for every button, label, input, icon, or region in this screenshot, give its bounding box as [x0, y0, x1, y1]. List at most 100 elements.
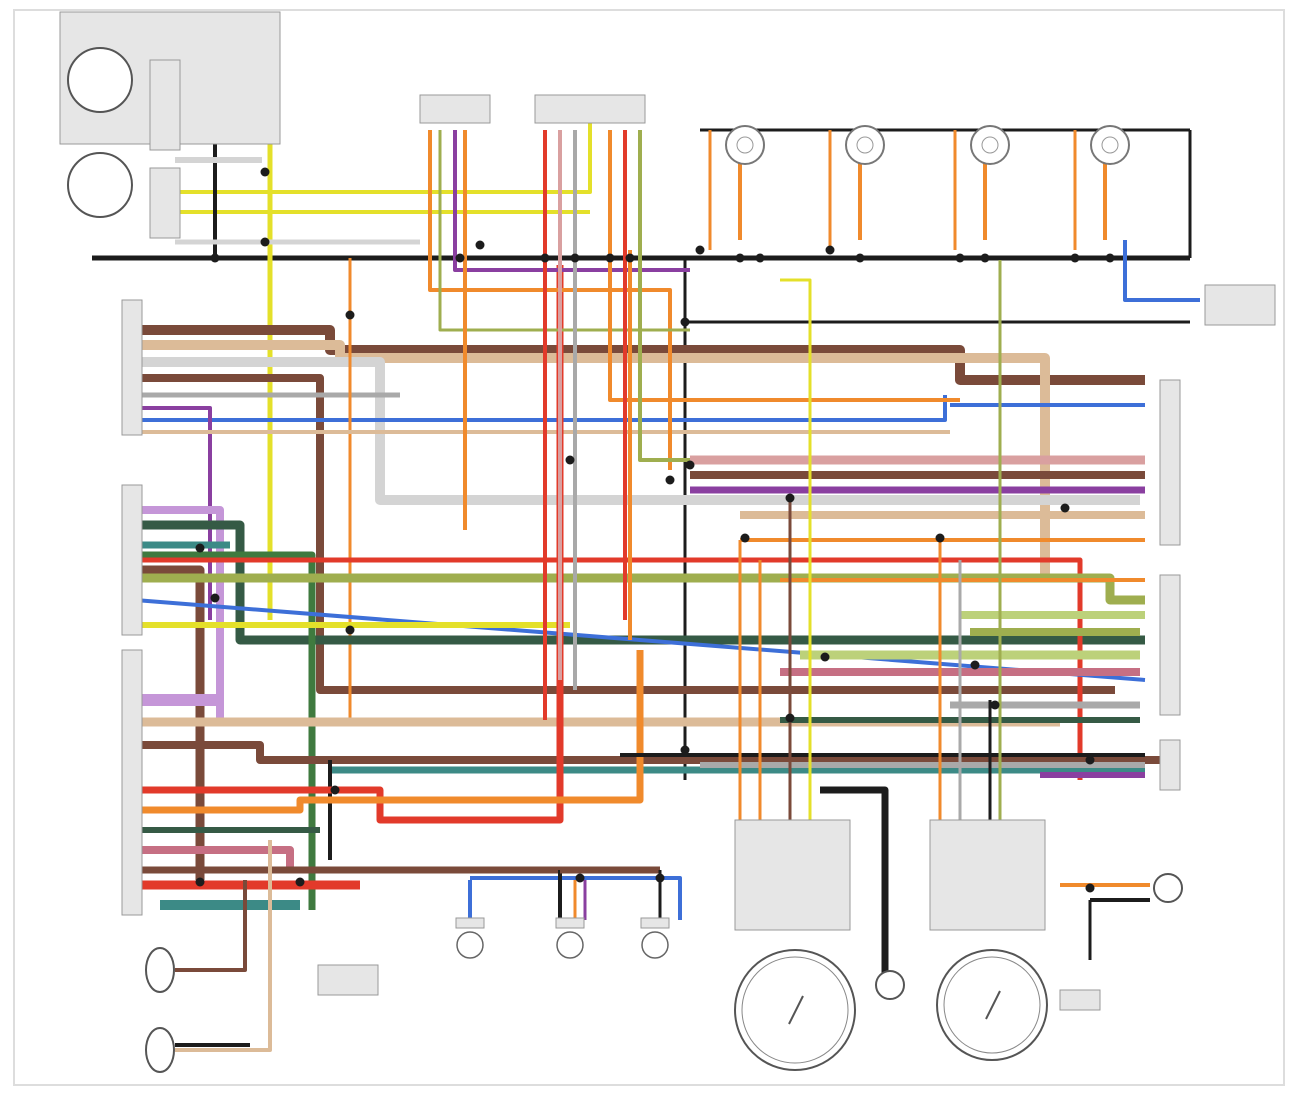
diagram-frame — [13, 9, 1285, 1086]
speedometer-gauge-dial — [741, 956, 849, 1064]
wire-blue — [1123, 240, 1200, 302]
speed-sensor — [456, 931, 484, 959]
splice-junction — [825, 245, 835, 255]
indicator-lamp-4-filament — [1101, 136, 1119, 154]
connector-top-center — [534, 94, 646, 124]
indicator-lamp-1-filament — [736, 136, 754, 154]
connector-left-upper — [121, 299, 143, 436]
splice-junction — [570, 253, 580, 263]
wire-yellow — [175, 110, 592, 194]
wire-orange — [135, 650, 644, 814]
splice-junction — [345, 625, 355, 635]
wire-violet — [135, 406, 212, 620]
splice-junction — [820, 652, 830, 662]
splice-junction — [755, 253, 765, 263]
neutral-switch — [145, 1027, 175, 1073]
splice-junction — [1085, 755, 1095, 765]
speed-sensor — [641, 931, 669, 959]
splice-junction — [210, 253, 220, 263]
splice-junction — [990, 700, 1000, 710]
ignition-switch-knob — [67, 47, 133, 113]
splice-junction — [260, 237, 270, 247]
wire-yellow — [780, 278, 812, 820]
splice-junction — [1070, 253, 1080, 263]
tachometer-gauge-needle — [985, 990, 1001, 1020]
splice-junction — [680, 317, 690, 327]
splice-junction — [980, 253, 990, 263]
speedometer-gauge-needle — [788, 995, 804, 1025]
component-layer — [59, 11, 1276, 1073]
wire-brown — [135, 741, 1160, 764]
splice-junction — [655, 873, 665, 883]
indicator-lamp-2-filament — [856, 136, 874, 154]
indicator-lamp-3 — [970, 125, 1010, 165]
splice-junction — [625, 253, 635, 263]
splice-junction — [330, 785, 340, 795]
splice-junction — [695, 245, 705, 255]
indicator-lamp-2 — [845, 125, 885, 165]
indicator-lamp-1 — [725, 125, 765, 165]
instrument-connector-right — [929, 819, 1046, 931]
splice-junction — [1060, 503, 1070, 513]
horn-terminal — [1153, 873, 1183, 903]
wire-brown — [175, 880, 247, 972]
wire-tan — [175, 840, 272, 1052]
instrument-connector-left — [734, 819, 851, 931]
splice-junction — [575, 873, 585, 883]
splice-junction — [785, 493, 795, 503]
wire-blue — [470, 876, 682, 920]
connector-left-lower — [121, 649, 143, 916]
switch-terminal-block-lower — [149, 167, 181, 239]
switch-terminal-block-upper — [149, 59, 181, 151]
indicator-lamp-4 — [1090, 125, 1130, 165]
splice-junction — [735, 253, 745, 263]
splice-junction — [565, 455, 575, 465]
splice-junction — [195, 877, 205, 887]
splice-junction — [955, 253, 965, 263]
connector-right-middle — [1159, 574, 1181, 716]
connector-top-left-center — [419, 94, 491, 124]
wire-orange — [428, 130, 672, 470]
splice-junction — [785, 713, 795, 723]
splice-junction — [680, 745, 690, 755]
wire-orange — [608, 130, 960, 402]
sensor-connector — [640, 917, 670, 929]
splice-junction — [605, 253, 615, 263]
splice-junction — [210, 593, 220, 603]
wire-olive — [438, 130, 690, 332]
wire-brown — [135, 565, 205, 880]
splice-junction — [260, 167, 270, 177]
connector-bottom-left — [317, 964, 379, 996]
splice-junction — [855, 253, 865, 263]
wire-brown — [135, 374, 1115, 694]
splice-junction — [665, 475, 675, 485]
splice-junction — [740, 533, 750, 543]
rear-stop-switch — [145, 947, 175, 993]
speed-sensor — [556, 931, 584, 959]
wire-blue — [135, 395, 947, 422]
junction-layer — [195, 167, 1115, 893]
accessory-switch-knob — [67, 152, 133, 218]
wire-lightviolet — [135, 506, 224, 720]
splice-junction — [295, 877, 305, 887]
wire-black — [820, 786, 889, 985]
tachometer-gauge-dial — [943, 956, 1041, 1054]
splice-junction — [1105, 253, 1115, 263]
splice-junction — [685, 460, 695, 470]
splice-junction — [455, 253, 465, 263]
splice-junction — [935, 533, 945, 543]
wire-brown — [135, 325, 1145, 385]
connector-right-upper — [1159, 379, 1181, 546]
splice-junction — [195, 543, 205, 553]
sensor-connector — [455, 917, 485, 929]
splice-junction — [1085, 883, 1095, 893]
splice-junction — [475, 240, 485, 250]
splice-junction — [540, 253, 550, 263]
wire-rose — [135, 846, 294, 870]
splice-junction — [970, 660, 980, 670]
connector-bottom-right — [1059, 989, 1101, 1011]
connector-left-middle — [121, 484, 143, 636]
connector-right-top-sensor — [1204, 284, 1276, 326]
connector-right-lower — [1159, 739, 1181, 791]
